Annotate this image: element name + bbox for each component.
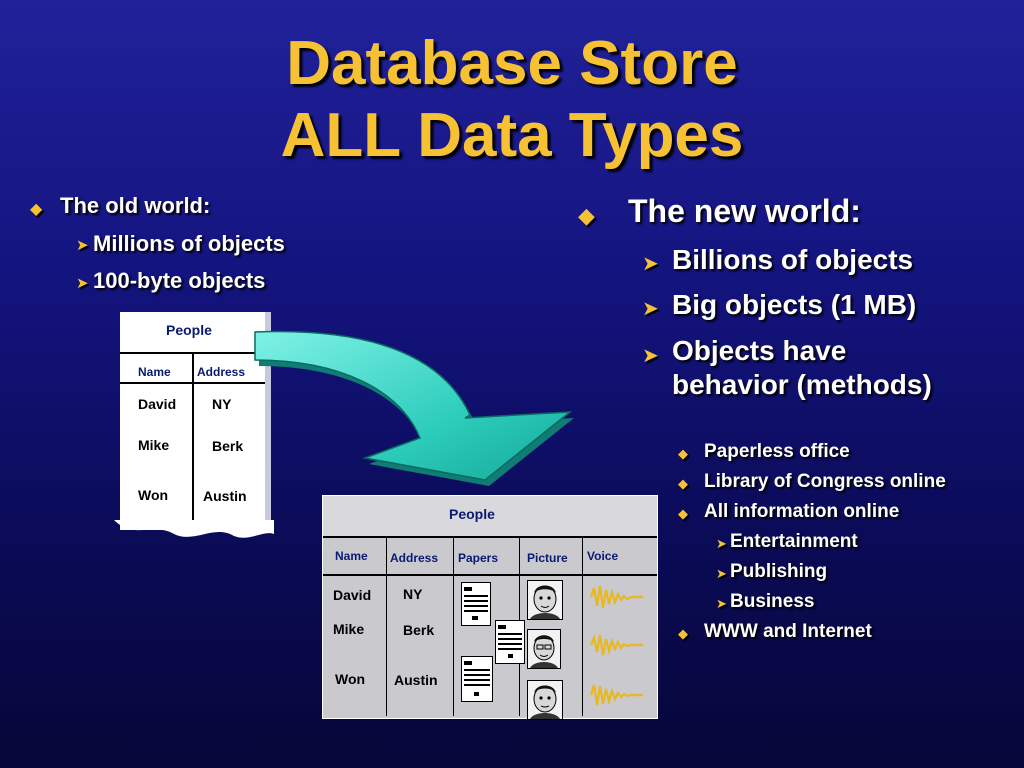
- table-title: People: [166, 322, 212, 338]
- cell-address: Austin: [203, 488, 247, 504]
- diamond-icon: ◆: [30, 201, 43, 218]
- sub-item: All information online: [704, 501, 900, 522]
- person-photo-icon: [527, 580, 563, 620]
- old-world-item: Millions of objects: [93, 231, 285, 256]
- table-title: People: [449, 506, 495, 522]
- arrowhead-icon: ➤: [76, 275, 89, 292]
- new-world-item: Objects have: [672, 335, 847, 366]
- person-photo-icon: [527, 629, 561, 669]
- column-header-picture: Picture: [527, 551, 568, 565]
- cell-name: Won: [138, 487, 169, 503]
- column-header-address: Address: [197, 365, 246, 379]
- nested-item: Business: [730, 591, 815, 612]
- column-header-name: Name: [335, 549, 368, 563]
- column-header-papers: Papers: [458, 551, 499, 565]
- arrowhead-icon: ➤: [716, 566, 727, 581]
- cell-address: NY: [212, 396, 232, 412]
- cell-name: Mike: [333, 621, 365, 637]
- cell-name: Won: [335, 671, 366, 687]
- arrowhead-icon: ➤: [642, 298, 659, 320]
- title-line-2: ALL Data Types: [280, 101, 744, 170]
- sub-item: WWW and Internet: [704, 621, 872, 642]
- paper-document-icon: [461, 656, 493, 702]
- column-header-address: Address: [390, 551, 439, 565]
- new-world-item: Billions of objects: [672, 244, 914, 275]
- sub-item: Library of Congress online: [704, 471, 946, 492]
- voice-waveform-icon: [589, 684, 643, 706]
- diamond-icon: ◆: [678, 626, 688, 641]
- person-photo-icon: [527, 680, 563, 720]
- table-header-band: [323, 496, 657, 536]
- column-divider: [453, 536, 454, 716]
- arrowhead-icon: ➤: [76, 237, 89, 254]
- divider: [323, 536, 657, 538]
- nested-item: Publishing: [730, 561, 828, 582]
- diamond-icon: ◆: [678, 476, 688, 491]
- divider: [323, 574, 657, 576]
- column-divider: [582, 536, 583, 716]
- new-world-item: Big objects (1 MB): [672, 289, 917, 320]
- arrowhead-icon: ➤: [642, 253, 659, 275]
- curved-arrow-icon: [254, 330, 574, 486]
- cell-address: Austin: [394, 672, 438, 688]
- title-line-1: Database Store: [286, 29, 738, 98]
- cell-name: David: [138, 396, 177, 412]
- old-world-item: 100-byte objects: [93, 268, 266, 293]
- diamond-icon: ◆: [578, 203, 595, 228]
- cell-name: David: [333, 587, 372, 603]
- voice-waveform-icon: [589, 585, 643, 609]
- torn-edge: [114, 520, 274, 538]
- nested-item: Entertainment: [730, 531, 858, 552]
- column-header-voice: Voice: [587, 549, 619, 563]
- voice-waveform-icon: [589, 634, 643, 656]
- old-people-table: People Name Address David NY Mike Berk W…: [120, 312, 271, 530]
- column-divider: [192, 352, 194, 528]
- new-world-heading: The new world:: [628, 193, 861, 229]
- arrowhead-icon: ➤: [716, 596, 727, 611]
- cell-name: Mike: [138, 437, 170, 453]
- new-people-table: People Name Address Papers Picture Voice…: [322, 495, 658, 720]
- cell-address: NY: [403, 586, 423, 602]
- old-world-heading: The old world:: [60, 193, 211, 218]
- paper-document-icon: [461, 582, 491, 626]
- new-world-item-continuation: behavior (methods): [672, 369, 932, 400]
- slide-title: Database Store ALL Data Types: [0, 28, 1024, 172]
- cell-address: Berk: [403, 622, 435, 638]
- diamond-icon: ◆: [678, 446, 688, 461]
- diamond-icon: ◆: [678, 506, 688, 521]
- paper-document-icon: [495, 620, 525, 664]
- arrowhead-icon: ➤: [716, 536, 727, 551]
- cell-address: Berk: [212, 438, 244, 454]
- sub-item: Paperless office: [704, 441, 850, 462]
- column-divider: [386, 536, 387, 716]
- column-header-name: Name: [138, 365, 171, 379]
- arrowhead-icon: ➤: [642, 345, 659, 367]
